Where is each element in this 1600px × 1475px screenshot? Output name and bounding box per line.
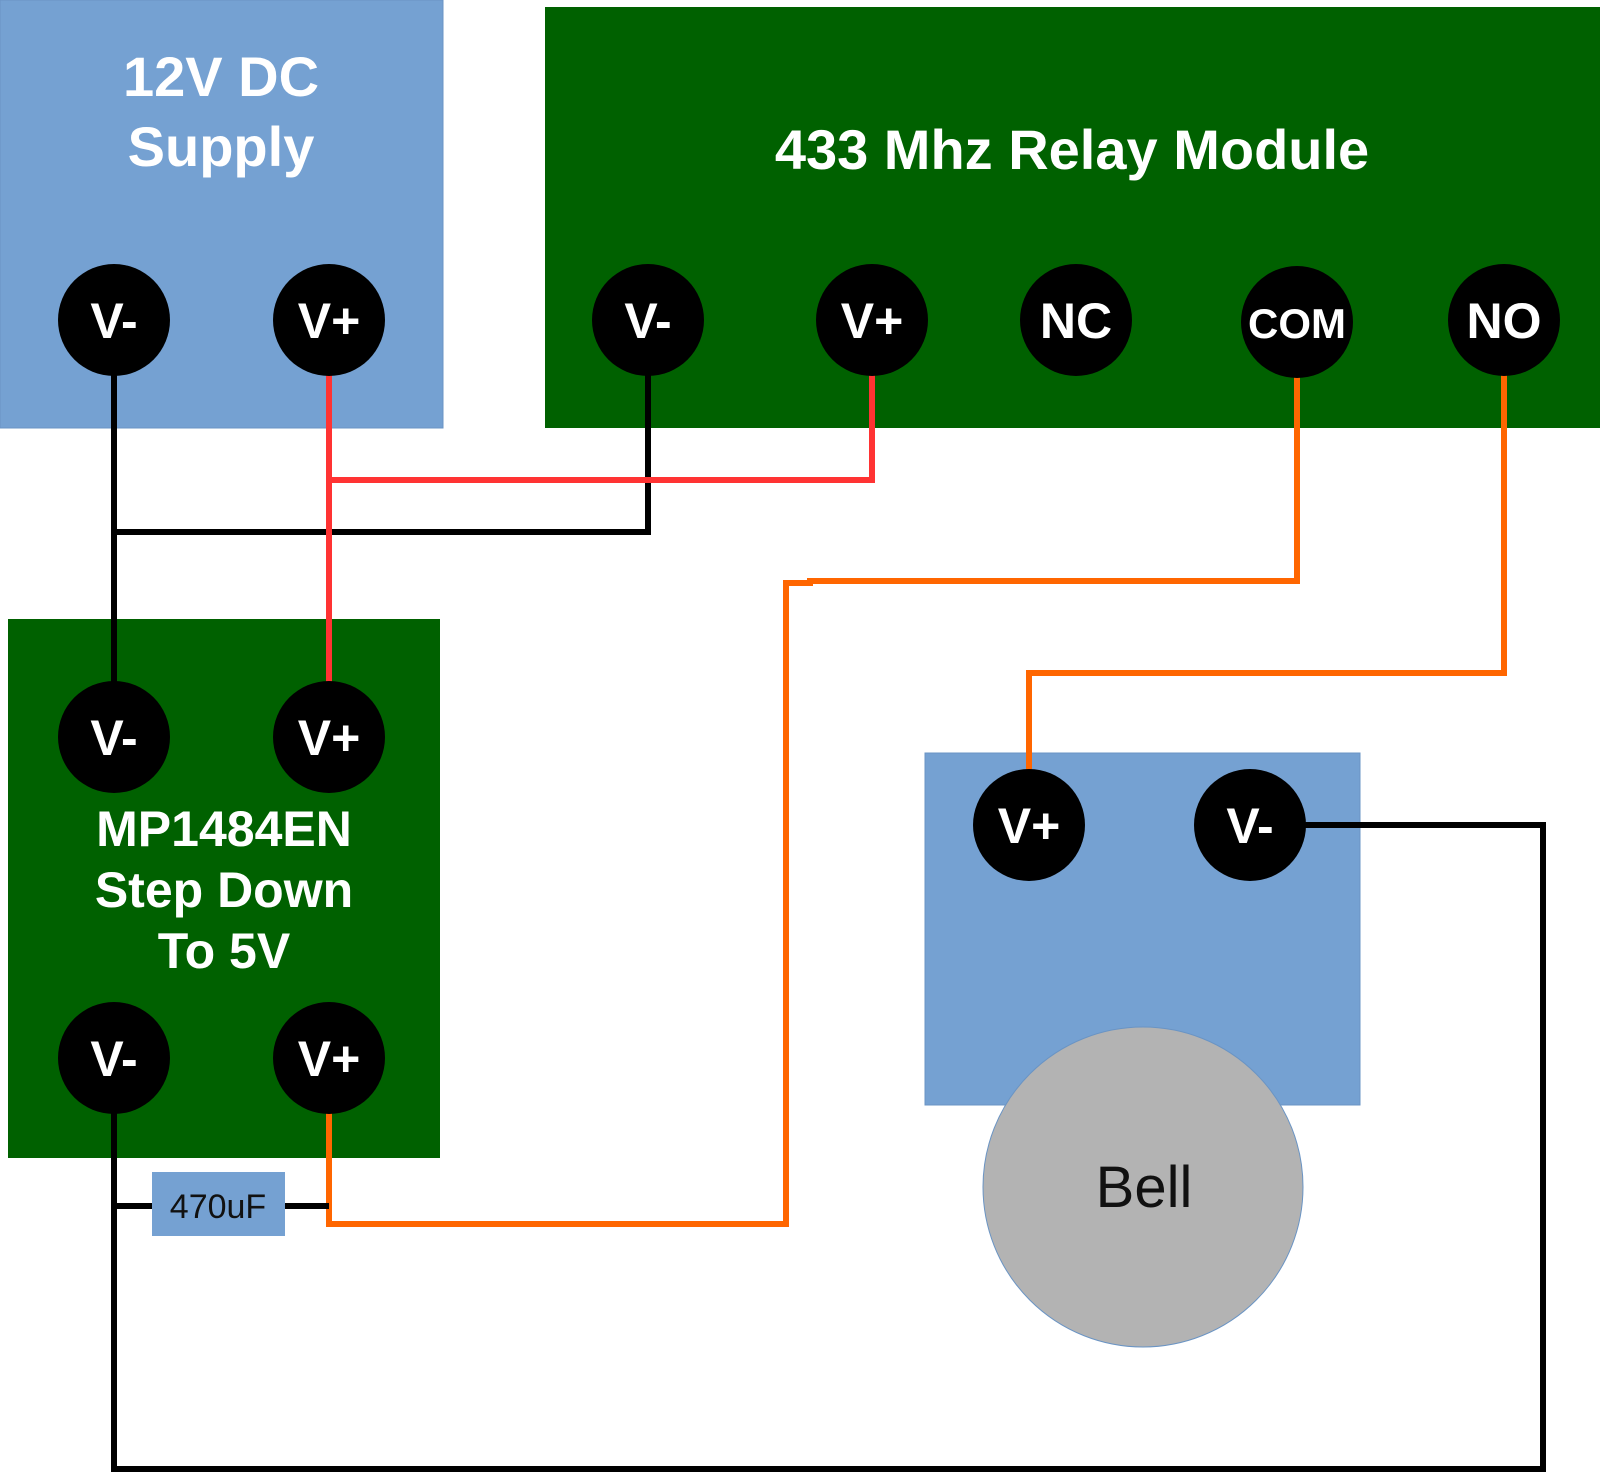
stepdown-in-terminal-neg-label: V- xyxy=(90,710,137,766)
relay-terminal-com-label: COM xyxy=(1248,300,1346,347)
stepdown-out-terminal-neg: V- xyxy=(58,1002,170,1114)
bell-terminal-neg-label: V- xyxy=(1226,798,1273,854)
stepdown-out-terminal-pos-label: V+ xyxy=(298,1031,361,1087)
relay-title: 433 Mhz Relay Module xyxy=(775,118,1369,181)
supply-title-line2: Supply xyxy=(128,115,315,178)
stepdown-in-terminal-neg: V- xyxy=(58,681,170,793)
relay-terminal-neg-label: V- xyxy=(624,293,671,349)
stepdown-out-terminal-neg-label: V- xyxy=(90,1031,137,1087)
stepdown-in-terminal-pos-label: V+ xyxy=(298,710,361,766)
bell-label: Bell xyxy=(1096,1155,1193,1220)
wire-pos-to-relay-pos xyxy=(326,375,875,483)
wire-5v-to-relay-com xyxy=(326,375,1300,1227)
relay-terminal-pos-label: V+ xyxy=(841,293,904,349)
relay-terminal-no: NO xyxy=(1448,264,1560,376)
relay-terminal-pos: V+ xyxy=(816,264,928,376)
bell-terminal-neg: V- xyxy=(1194,769,1306,881)
stepdown-out-terminal-pos: V+ xyxy=(273,1002,385,1114)
wire-relay-no-to-bell-pos xyxy=(1026,375,1507,773)
stepdown-title-line3: To 5V xyxy=(158,923,291,979)
relay-terminal-com: COM xyxy=(1241,266,1353,378)
bell-terminal-pos: V+ xyxy=(973,769,1085,881)
relay-terminal-neg: V- xyxy=(592,264,704,376)
capacitor-label: 470uF xyxy=(170,1188,266,1226)
stepdown-in-terminal-pos: V+ xyxy=(273,681,385,793)
bell-terminal-pos-label: V+ xyxy=(998,798,1061,854)
supply-title-line1: 12V DC xyxy=(123,45,319,108)
supply-terminal-neg-label: V- xyxy=(90,293,137,349)
supply-terminal-neg: V- xyxy=(58,264,170,376)
supply-terminal-pos: V+ xyxy=(273,264,385,376)
capacitor xyxy=(152,1172,285,1236)
supply-terminal-pos-label: V+ xyxy=(298,293,361,349)
wire-ground-to-relay-neg xyxy=(111,375,651,535)
bell-dome xyxy=(982,1026,1304,1348)
relay-terminal-nc-label: NC xyxy=(1040,293,1112,349)
relay-terminal-no-label: NO xyxy=(1467,293,1542,349)
stepdown-title-line1: MP1484EN xyxy=(96,801,352,857)
relay-terminal-nc: NC xyxy=(1020,264,1132,376)
stepdown-title-line2: Step Down xyxy=(95,862,353,918)
wire-ground-to-bell-neg xyxy=(111,822,1546,1472)
